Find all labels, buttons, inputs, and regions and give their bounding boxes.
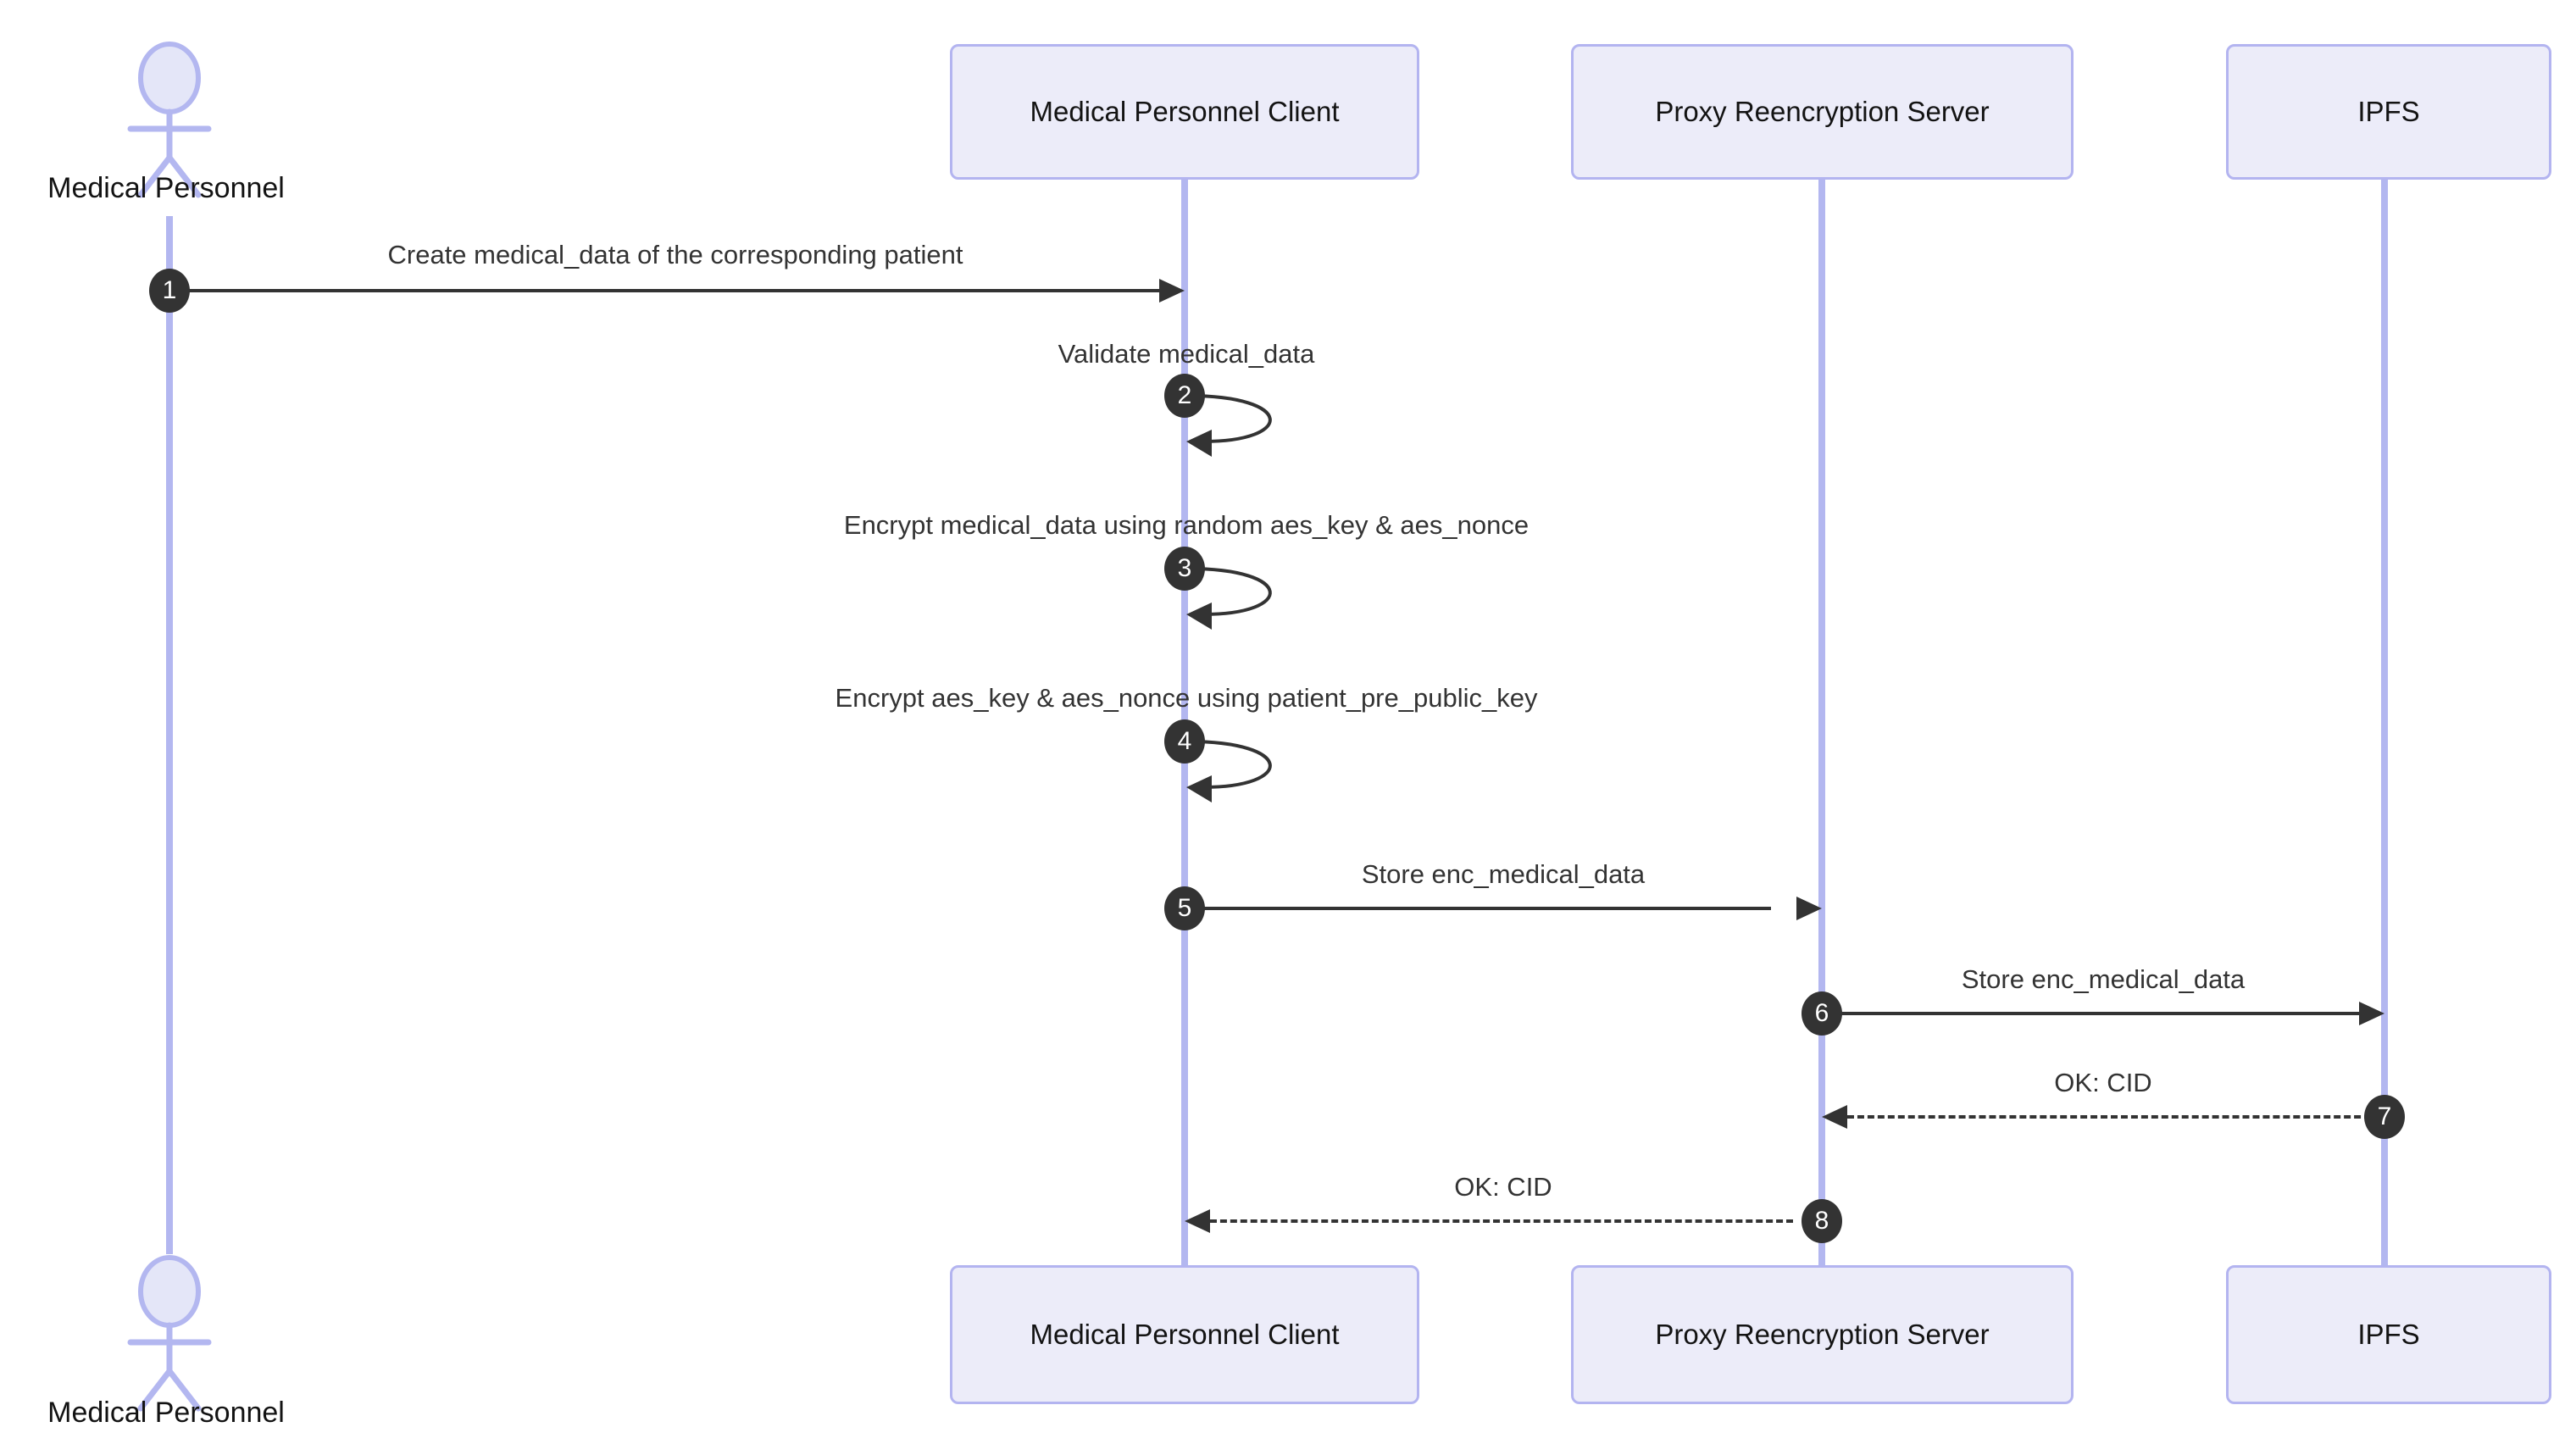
message-1-badge: 1 [149,269,190,313]
message-5-arrow [1185,907,1771,910]
message-8-badge: 8 [1802,1199,1842,1243]
participant-top-proxy-reencryption-server: Proxy Reencryption Server [1571,44,2074,180]
message-7-badge: 7 [2364,1095,2405,1139]
message-6-number: 6 [1814,999,1829,1027]
message-1-arrowhead-icon [1159,279,1185,303]
message-7-number: 7 [2377,1102,2392,1130]
message-5-label: Store enc_medical_data [1361,859,1646,889]
lifeline-proxy-reencryption-server [1818,178,1825,1267]
message-2-label: Validate medical_data [1058,339,1315,369]
message-2-number: 2 [1177,381,1192,409]
message-6-arrow [1822,1012,2359,1015]
actor-label-top: Medical Personnel [47,172,285,204]
participant-top-medical-personnel-client: Medical Personnel Client [950,44,1419,180]
message-3-badge: 3 [1164,547,1205,591]
message-7-label: OK: CID [2054,1068,2152,1097]
message-7-arrowhead-icon [1822,1105,1847,1129]
actor-label-bottom: Medical Personnel [47,1397,285,1429]
participant-bottom-ipfs: IPFS [2226,1265,2551,1404]
message-2-badge: 2 [1164,374,1205,418]
message-5-badge: 5 [1164,886,1205,930]
message-8-arrowhead-icon [1185,1209,1210,1233]
message-5-arrowhead-icon [1796,897,1822,920]
message-8-label: OK: CID [1454,1172,1552,1202]
message-4-self-loop-arrow-icon [1186,740,1272,802]
message-4-label: Encrypt aes_key & aes_nonce using patien… [835,683,1538,713]
message-8-number: 8 [1814,1207,1829,1235]
message-3-label: Encrypt medical_data using random aes_ke… [843,510,1530,540]
message-8-arrow [1210,1219,1793,1223]
message-4-badge: 4 [1164,719,1205,764]
actor-figure-bottom [127,1255,212,1412]
message-2-self-loop-arrow-icon [1186,394,1272,457]
participant-bottom-medical-personnel-client: Medical Personnel Client [950,1265,1419,1404]
message-3-number: 3 [1177,554,1192,582]
message-4-number: 4 [1177,727,1192,755]
message-1-label: Create medical_data of the corresponding… [387,240,963,269]
participant-top-ipfs: IPFS [2226,44,2551,180]
message-3-self-loop-arrow-icon [1186,567,1272,630]
message-1-arrow [169,289,1161,292]
participant-bottom-proxy-reencryption-server: Proxy Reencryption Server [1571,1265,2074,1404]
lifeline-ipfs [2381,178,2388,1267]
message-6-label: Store enc_medical_data [1961,964,2246,994]
message-6-arrowhead-icon [2359,1002,2384,1025]
message-1-number: 1 [162,276,177,304]
message-5-number: 5 [1177,894,1192,922]
actor-figure-top [127,42,212,198]
lifeline-medical-personnel [166,216,173,1254]
message-7-arrow [1847,1115,2381,1119]
message-6-badge: 6 [1802,991,1842,1036]
